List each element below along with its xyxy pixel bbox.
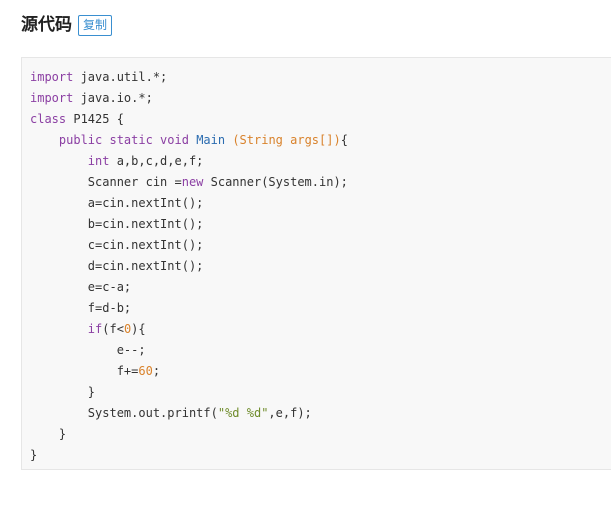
code-line: import java.util.*; bbox=[30, 67, 348, 88]
code-token: import bbox=[30, 70, 74, 84]
code-token bbox=[30, 154, 88, 168]
code-block[interactable]: import java.util.*;import java.io.*;clas… bbox=[21, 57, 611, 470]
code-token: ; bbox=[152, 364, 161, 378]
code-token: } bbox=[30, 427, 67, 441]
code-token: a=cin.nextInt(); bbox=[30, 196, 204, 210]
code-line: e--; bbox=[30, 340, 348, 361]
code-line: d=cin.nextInt(); bbox=[30, 256, 348, 277]
code-token: class bbox=[30, 112, 67, 126]
code-token: 0 bbox=[123, 322, 132, 336]
source-code-header: 源代码 复制 bbox=[21, 12, 113, 38]
code-token: c=cin.nextInt(); bbox=[30, 238, 204, 252]
code-token: f=d-b; bbox=[30, 301, 132, 315]
code-token: b=cin.nextInt(); bbox=[30, 217, 204, 231]
code-token: { bbox=[340, 133, 348, 147]
code-token: ,e,f); bbox=[268, 406, 312, 420]
code-line: System.out.printf("%d %d",e,f); bbox=[30, 403, 348, 424]
code-token: } bbox=[30, 448, 38, 462]
code-token: java.util.*; bbox=[73, 70, 168, 84]
code-token: (String args[]) bbox=[232, 133, 341, 147]
code-token: e=c-a; bbox=[30, 280, 132, 294]
code-token: System.out.printf( bbox=[30, 406, 218, 420]
code-token: e--; bbox=[30, 343, 146, 357]
code-token: int bbox=[87, 154, 110, 168]
code-line: if(f<0){ bbox=[30, 319, 348, 340]
code-line: e=c-a; bbox=[30, 277, 348, 298]
code-token: public static void bbox=[58, 133, 189, 147]
code-line: public static void Main (String args[]){ bbox=[30, 130, 348, 151]
code-line: b=cin.nextInt(); bbox=[30, 214, 348, 235]
code-token: Main bbox=[196, 133, 226, 147]
code-token: f+= bbox=[30, 364, 139, 378]
code-line: import java.io.*; bbox=[30, 88, 348, 109]
code-token: d=cin.nextInt(); bbox=[30, 259, 204, 273]
code-token bbox=[30, 133, 59, 147]
copy-button[interactable]: 复制 bbox=[78, 14, 113, 36]
code-line: int a,b,c,d,e,f; bbox=[30, 151, 348, 172]
code-token: P1425 { bbox=[66, 112, 124, 126]
code-line: } bbox=[30, 445, 348, 466]
code-token: if bbox=[87, 322, 103, 336]
code-token: java.io.*; bbox=[73, 91, 153, 105]
code-text: import java.util.*;import java.io.*;clas… bbox=[30, 67, 348, 466]
code-line: Scanner cin =new Scanner(System.in); bbox=[30, 172, 348, 193]
code-token: new bbox=[181, 175, 204, 189]
code-token: 60 bbox=[138, 364, 153, 378]
code-token: ){ bbox=[131, 322, 146, 336]
code-token: a,b,c,d,e,f; bbox=[109, 154, 204, 168]
code-line: f=d-b; bbox=[30, 298, 348, 319]
code-token bbox=[30, 322, 88, 336]
code-line: f+=60; bbox=[30, 361, 348, 382]
code-token: Scanner cin = bbox=[30, 175, 182, 189]
code-line: } bbox=[30, 382, 348, 403]
code-line: } bbox=[30, 424, 348, 445]
code-line: a=cin.nextInt(); bbox=[30, 193, 348, 214]
code-token: import bbox=[30, 91, 74, 105]
code-token: "%d %d" bbox=[217, 406, 269, 420]
page-title: 源代码 bbox=[21, 15, 72, 35]
code-token: } bbox=[30, 385, 96, 399]
code-token: (f< bbox=[102, 322, 124, 336]
code-line: c=cin.nextInt(); bbox=[30, 235, 348, 256]
code-line: class P1425 { bbox=[30, 109, 348, 130]
code-token: Scanner(System.in); bbox=[203, 175, 348, 189]
